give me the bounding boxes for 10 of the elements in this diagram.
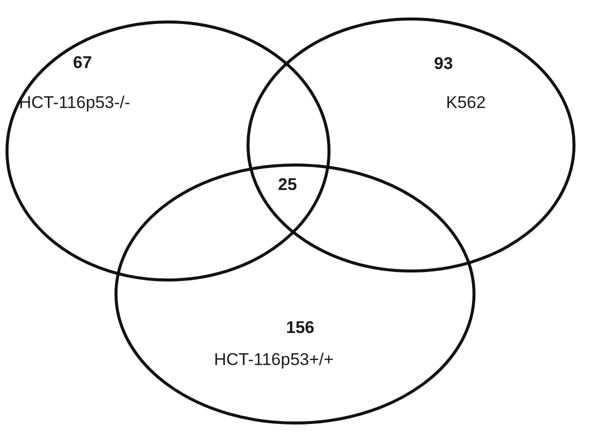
set-label: HCT-116p53+/+ bbox=[214, 349, 334, 371]
count-label: 67 bbox=[73, 52, 92, 74]
set-label: HCT-116p53-/- bbox=[19, 92, 130, 114]
count-label: 156 bbox=[286, 317, 314, 339]
set-label: K562 bbox=[446, 92, 486, 114]
venn-ellipse bbox=[114, 163, 476, 425]
count-label: 93 bbox=[434, 53, 453, 75]
venn-ellipse bbox=[246, 17, 576, 273]
venn-ellipse bbox=[5, 20, 331, 282]
count-label: 25 bbox=[278, 174, 297, 196]
